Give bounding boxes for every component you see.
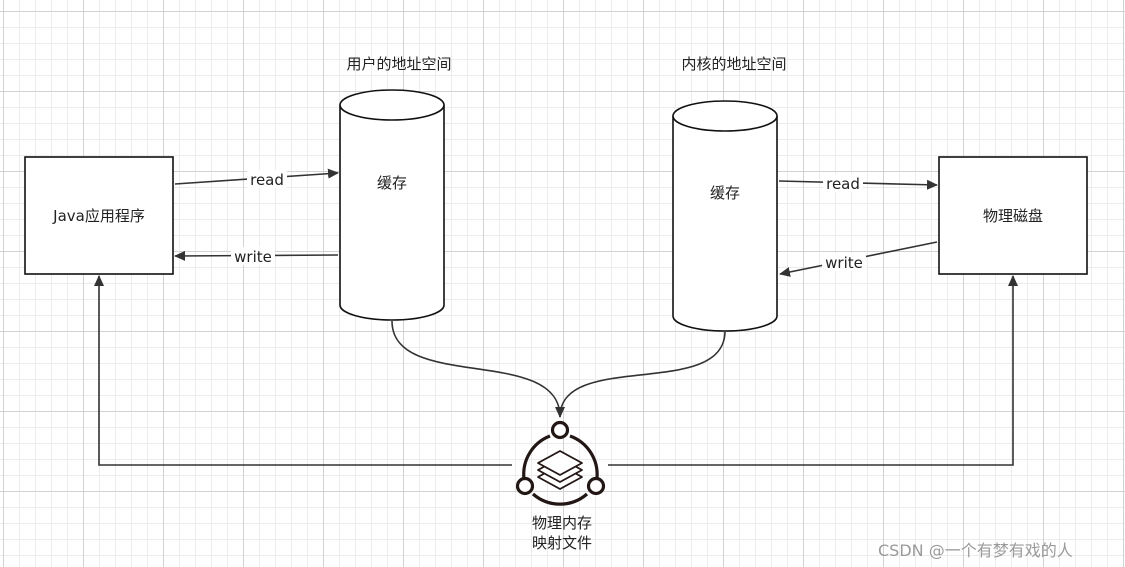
kernel-write-label: write <box>825 254 863 272</box>
user-cache-cylinder[interactable]: 缓存 <box>339 89 445 321</box>
java-app-label: Java应用程序 <box>52 207 145 225</box>
physical-disk-node[interactable]: 物理磁盘 <box>938 156 1088 275</box>
kernel-space-title: 内核的地址空间 <box>681 55 786 73</box>
watermark: CSDN @一个有梦有戏的人 <box>878 541 1073 560</box>
mmap-label-line2: 映射文件 <box>532 534 592 552</box>
user-cache-to-mmap-curve <box>391 320 565 418</box>
user-read-edge[interactable]: read <box>174 168 339 189</box>
kernel-cache-to-mmap-curve <box>559 330 726 418</box>
user-cache-label: 缓存 <box>377 174 407 192</box>
mmap-to-java-line <box>94 275 512 466</box>
kernel-read-edge[interactable]: read <box>778 174 938 193</box>
kernel-read-label: read <box>826 175 860 193</box>
mmap-to-disk-line <box>608 275 1018 466</box>
kernel-cache-label: 缓存 <box>710 184 740 202</box>
mmap-label-line1: 物理内存 <box>532 514 592 532</box>
kernel-write-edge[interactable]: write <box>779 241 938 277</box>
physical-disk-label: 物理磁盘 <box>983 207 1043 225</box>
memory-mapped-file-icon[interactable] <box>515 420 606 506</box>
user-write-label: write <box>234 248 272 266</box>
user-space-title: 用户的地址空间 <box>346 55 451 73</box>
kernel-cache-cylinder[interactable]: 缓存 <box>672 100 778 332</box>
user-write-edge[interactable]: write <box>174 247 339 266</box>
user-read-label: read <box>250 171 284 189</box>
java-app-node[interactable]: Java应用程序 <box>24 156 174 275</box>
